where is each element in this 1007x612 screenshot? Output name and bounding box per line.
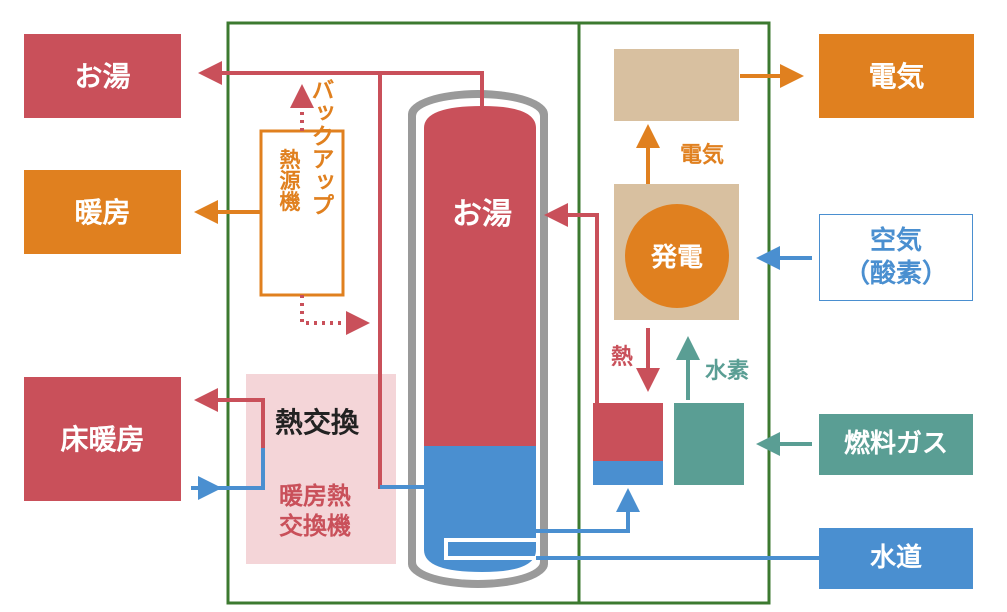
floor-heating-output: 床暖房 xyxy=(24,377,181,501)
floor-heating-output-label: 床暖房 xyxy=(60,422,145,456)
hx-label-line1: 暖房熱 xyxy=(279,482,351,510)
generation-label: 発電 xyxy=(650,243,703,273)
tank-hot-label: お湯 xyxy=(452,197,512,232)
heat-recovery-hot xyxy=(593,403,663,461)
floor-heating-supply-line xyxy=(194,388,265,448)
return-line-red xyxy=(378,73,490,489)
backup-to-tank xyxy=(300,295,370,335)
air-input-label-line2: （酸素） xyxy=(843,258,948,289)
hydrogen-reformer xyxy=(674,403,744,485)
backup-label-line2: 熱源機 xyxy=(277,149,301,213)
heating-output: 暖房 xyxy=(24,170,181,254)
air-input-label-line1: 空気 xyxy=(869,226,922,256)
tap-water-input: 水道 xyxy=(819,528,973,589)
backup-heat-source-box xyxy=(259,129,345,297)
tank-cold-water xyxy=(424,446,536,572)
hot-water-out-line xyxy=(198,61,484,106)
electricity-output: 電気 xyxy=(819,34,974,118)
hydrogen-flow-label: 水素 xyxy=(705,358,749,384)
air-input: 空気 （酸素） xyxy=(819,214,973,301)
hot-water-output-label: お湯 xyxy=(74,59,131,93)
fuel-cell-unit-frame xyxy=(577,21,771,605)
tank-unit-frame xyxy=(226,21,581,605)
tank-inlet-pipe xyxy=(444,538,536,560)
heat-recovery-cold xyxy=(593,461,663,485)
tap-water-input-label: 水道 xyxy=(869,543,922,574)
heating-output-label: 暖房 xyxy=(74,195,131,229)
fuel-gas-input-label: 燃料ガス xyxy=(843,429,948,460)
fuel-gas-input: 燃料ガス xyxy=(819,414,973,475)
fuel-cell-stack xyxy=(614,184,739,320)
backup-label-line1: バックアップ xyxy=(307,78,334,216)
generation-circle xyxy=(625,204,729,308)
power-output-block xyxy=(614,49,739,121)
tank-hot-water xyxy=(424,106,536,446)
heat-exchange-label: 熱交換 xyxy=(275,406,360,439)
storage-tank-shell xyxy=(408,90,548,588)
electricity-flow-label: 電気 xyxy=(680,142,724,168)
hx-label-line2: 交換機 xyxy=(279,512,351,540)
heat-exchanger-block xyxy=(246,374,396,564)
electricity-output-label: 電気 xyxy=(868,59,925,93)
recovered-heat-line xyxy=(544,203,599,403)
floor-heating-return-line xyxy=(191,448,265,490)
heat-flow-label: 熱 xyxy=(611,344,633,370)
hot-water-output: お湯 xyxy=(24,34,181,118)
cold-to-heat-recovery-line xyxy=(536,488,640,533)
